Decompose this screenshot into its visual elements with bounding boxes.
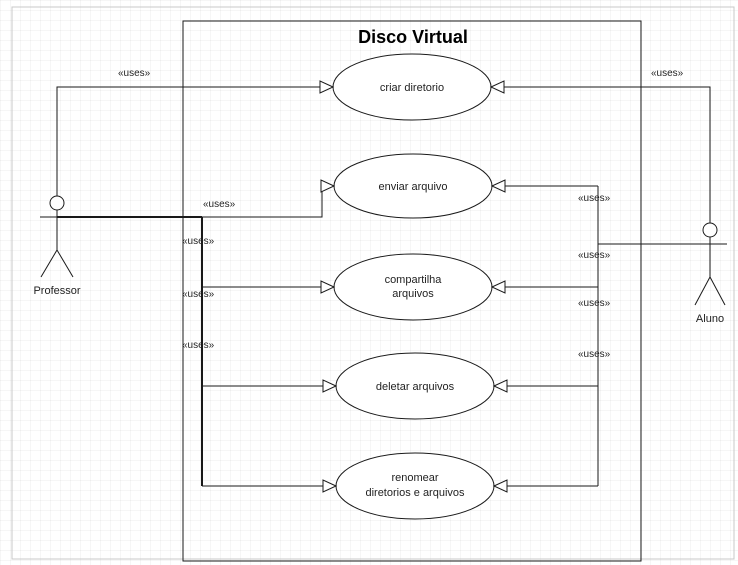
arrowhead-professor-criar <box>319 80 335 94</box>
use-case-renomear[interactable]: renomear diretorios e arquivos <box>335 452 495 520</box>
actor-aluno[interactable] <box>693 222 727 306</box>
label-professor-renomear: «uses» <box>182 340 215 351</box>
use-case-renomear-shape <box>335 452 495 520</box>
use-case-deletar-label: deletar arquivos <box>376 381 455 393</box>
label-professor-enviar: «uses» <box>203 199 236 210</box>
arrowheads <box>319 80 508 493</box>
use-case-compartilha-arquivos[interactable]: compartilha arquivos <box>333 253 493 321</box>
use-case-enviar-arquivo[interactable]: enviar arquivo <box>333 153 493 219</box>
professor-connectors <box>56 86 336 487</box>
actor-aluno-name: Aluno <box>696 313 724 325</box>
canvas-frame <box>11 6 735 560</box>
label-aluno-compartilha: «uses» <box>578 250 611 261</box>
label-aluno-criar: «uses» <box>651 68 684 79</box>
relation-aluno-criar[interactable] <box>491 86 711 223</box>
actor-professor-head <box>49 195 65 211</box>
label-aluno-deletar: «uses» <box>578 298 611 309</box>
relation-professor-criar[interactable] <box>56 86 333 196</box>
use-case-deletar-arquivos[interactable]: deletar arquivos <box>335 352 495 420</box>
arrowhead-professor-renomear <box>322 479 338 493</box>
aluno-connectors <box>491 86 711 487</box>
use-case-enviar-label: enviar arquivo <box>378 181 447 193</box>
arrowhead-professor-deletar <box>322 379 338 393</box>
actor-aluno-leg-left <box>694 276 711 306</box>
label-professor-criar: «uses» <box>118 68 151 79</box>
actor-aluno-leg-right <box>709 276 726 306</box>
arrowhead-aluno-criar <box>489 80 505 94</box>
use-case-criar-diretorio[interactable]: criar diretorio <box>332 53 492 121</box>
label-aluno-enviar: «uses» <box>578 193 611 204</box>
arrowhead-aluno-deletar <box>492 379 508 393</box>
stereotype-labels: «uses» «uses» «uses» «uses» «uses» «uses… <box>118 68 684 360</box>
label-professor-compartilha: «uses» <box>182 236 215 247</box>
label-professor-deletar: «uses» <box>182 289 215 300</box>
use-case-compartilha-shape <box>333 253 493 321</box>
arrowhead-professor-compartilha <box>320 280 336 294</box>
arrowhead-aluno-renomear <box>492 479 508 493</box>
arrowhead-aluno-enviar <box>490 179 506 193</box>
actor-professor-name: Professor <box>33 285 80 297</box>
use-case-compartilha-label-line2: arquivos <box>392 288 434 300</box>
use-case-renomear-label-line1: renomear <box>391 472 438 484</box>
use-case-compartilha-label-line1: compartilha <box>385 274 443 286</box>
arrowhead-aluno-compartilha <box>490 280 506 294</box>
actor-professor-leg-left <box>40 249 58 278</box>
actor-aluno-head <box>702 222 718 238</box>
arrowhead-professor-enviar <box>320 179 336 193</box>
actor-professor[interactable] <box>40 195 74 278</box>
use-case-criar-label: criar diretorio <box>380 82 444 94</box>
system-boundary[interactable] <box>182 20 642 562</box>
use-case-renomear-label-line2: diretorios e arquivos <box>365 487 465 499</box>
actor-professor-leg-right <box>56 249 74 278</box>
system-title: Disco Virtual <box>358 27 468 47</box>
label-aluno-renomear: «uses» <box>578 349 611 360</box>
